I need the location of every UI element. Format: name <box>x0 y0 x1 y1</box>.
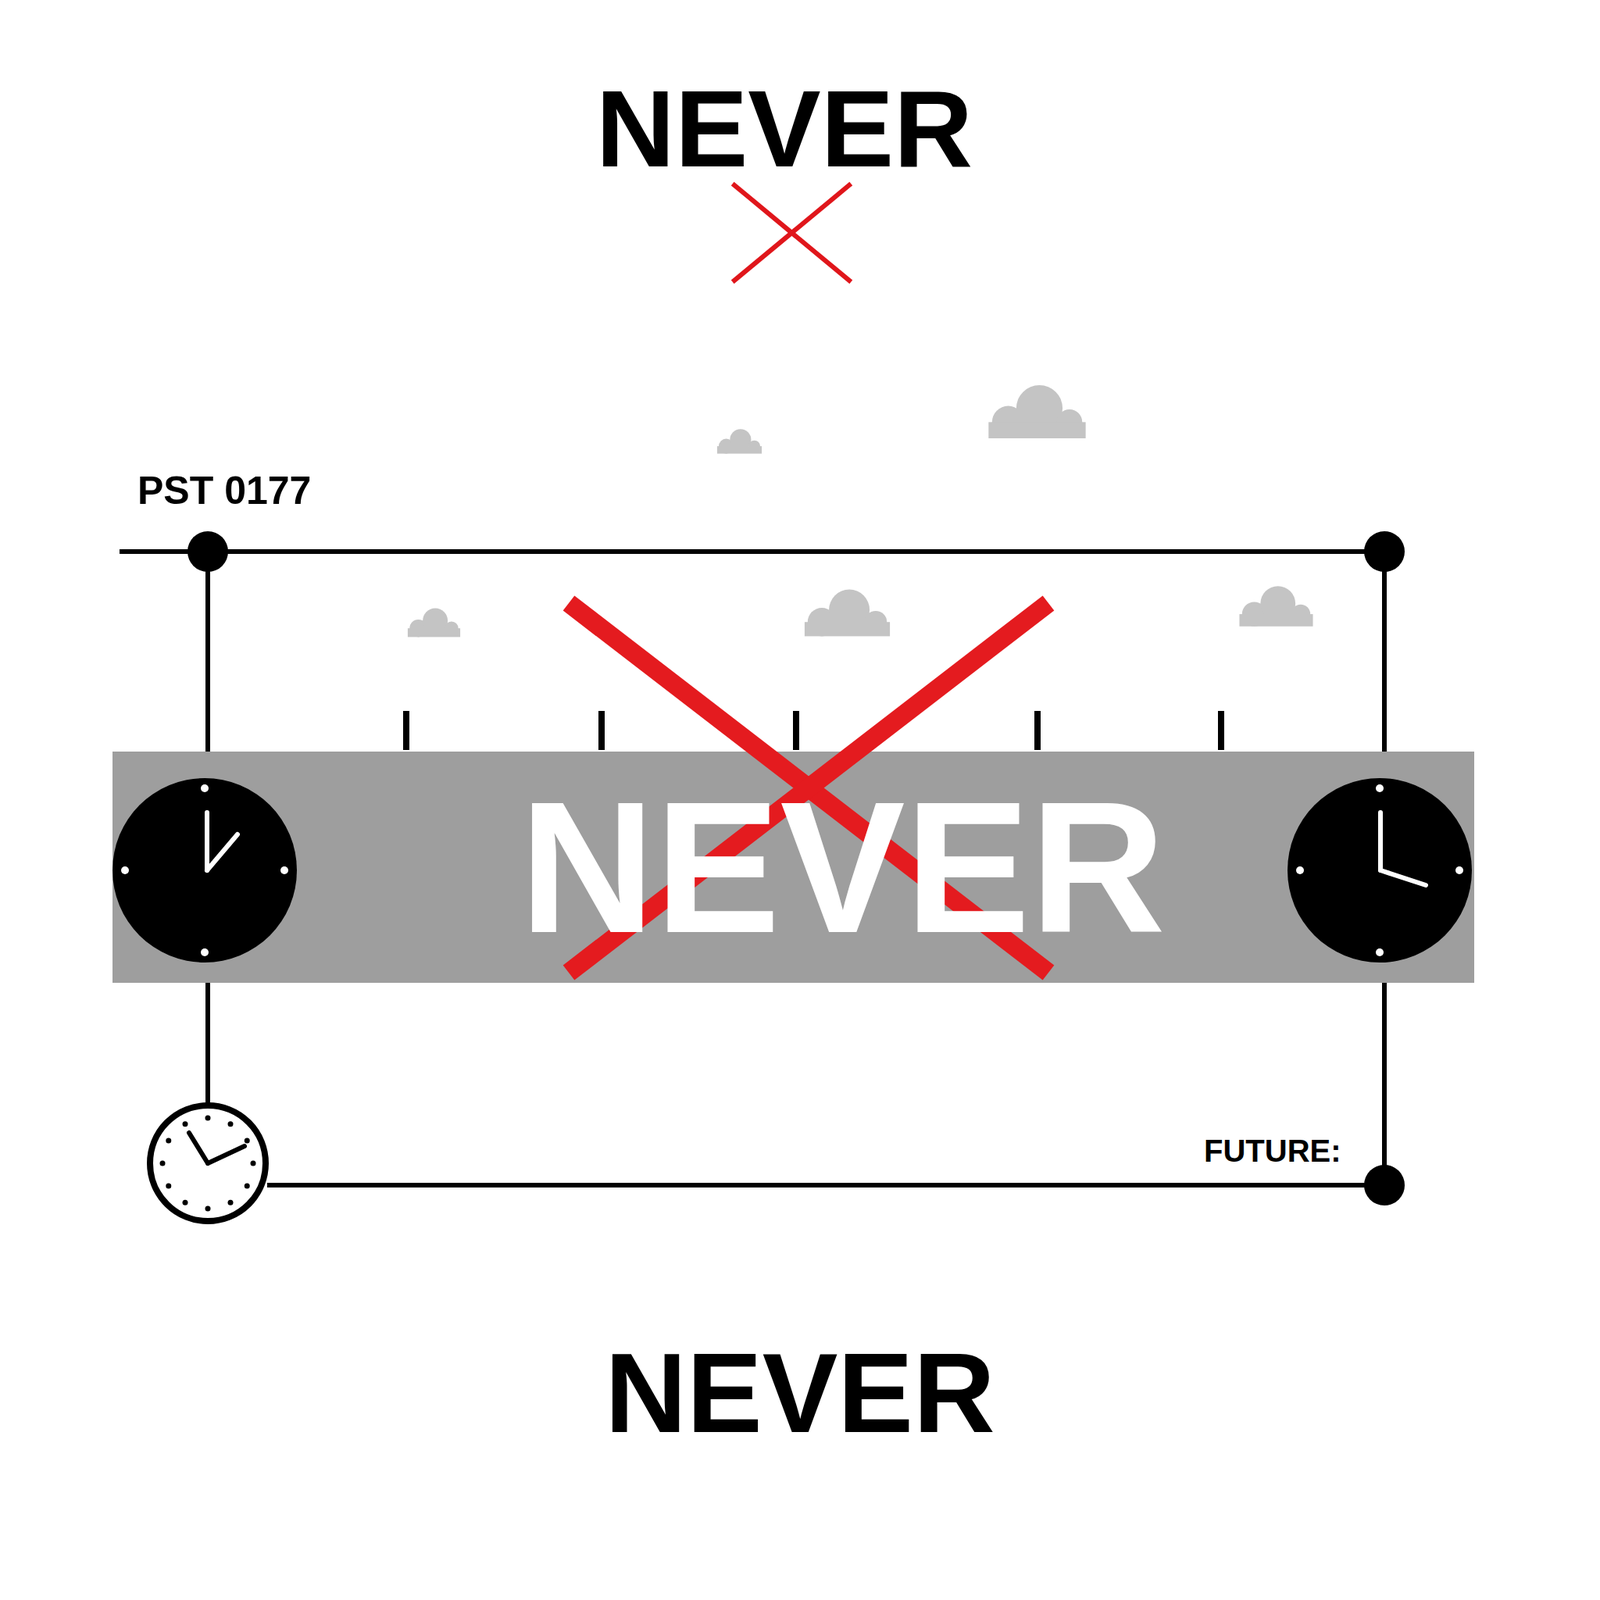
clock-tick <box>182 1121 189 1127</box>
clock-tick <box>165 1138 172 1144</box>
label-text: PST 0177 <box>137 467 311 514</box>
cross-mark <box>734 185 850 281</box>
clock-tick <box>250 1160 257 1167</box>
clock-icon <box>112 778 297 963</box>
clock-tick <box>244 1138 250 1144</box>
caption: NEVER <box>604 1328 996 1459</box>
label-text: FUTURE: <box>1203 1133 1342 1169</box>
clock-tick <box>165 1183 172 1190</box>
tick-marks <box>406 710 1222 750</box>
clock-icon <box>150 1105 266 1222</box>
clock-tick <box>244 1183 250 1190</box>
clock-tick <box>205 1206 211 1212</box>
clock-tick <box>160 1160 166 1167</box>
label-holder: PST 0177 <box>137 468 372 513</box>
clock-tick <box>182 1200 189 1206</box>
title: NEVER <box>596 65 973 193</box>
band-fill <box>112 751 1475 983</box>
band-node: NEVER <box>112 751 1475 983</box>
clock-tick <box>228 1200 234 1206</box>
caption-holder: NEVER <box>0 1324 1600 1462</box>
clock-tick <box>228 1121 234 1127</box>
label-holder: FUTURE: <box>1203 1131 1408 1171</box>
clock-tick <box>205 1115 211 1122</box>
title-holder: NEVER <box>0 62 1600 196</box>
band-text: NEVER <box>519 773 1166 961</box>
clock-icon <box>1287 778 1472 963</box>
clouds <box>407 385 1314 637</box>
